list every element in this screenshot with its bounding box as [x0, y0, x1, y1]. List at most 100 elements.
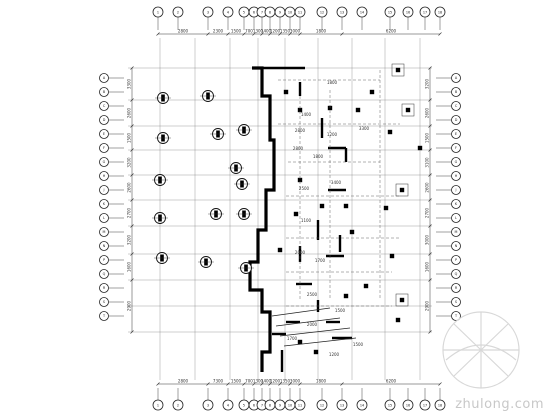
dimension-tick — [130, 148, 134, 152]
axis-bubble — [451, 143, 461, 153]
column — [319, 203, 325, 209]
dimension-tick — [206, 32, 210, 36]
axis-label: 4 — [227, 403, 229, 407]
axis-label: 9 — [279, 10, 281, 14]
dimension-value: 6200 — [386, 379, 397, 384]
axis-label: 8 — [269, 403, 271, 407]
axis-label: 3 — [207, 403, 209, 407]
axis-bubble — [451, 129, 461, 139]
axis-label: 18 — [438, 10, 442, 14]
dimension-value: 2600 — [425, 107, 430, 118]
dimension-value: 3000 — [290, 379, 301, 384]
axis-label: N — [455, 244, 458, 248]
column — [399, 297, 405, 303]
dimension-value: 2600 — [425, 182, 430, 193]
column — [343, 203, 349, 209]
axis-label: 1 — [157, 403, 159, 407]
dimension-tick — [226, 32, 230, 36]
dimension-value: 1200 — [270, 29, 281, 34]
dimension-tick — [156, 32, 160, 36]
axis-label: K — [455, 202, 458, 206]
dimension-value: 6200 — [386, 29, 397, 34]
axis-label: T — [454, 314, 458, 318]
axis-label: 4 — [227, 10, 229, 14]
beam-dimension-label: 1500 — [335, 308, 346, 313]
axis-label: L — [455, 216, 457, 220]
beam-dimension-label: 3400 — [331, 180, 342, 185]
column — [313, 349, 319, 355]
column — [383, 205, 389, 211]
column — [395, 67, 401, 73]
dimension-tick — [226, 382, 230, 386]
axis-label: P — [103, 258, 105, 262]
beam-dimension-label: 2800 — [295, 128, 306, 133]
axis-label: S — [455, 300, 457, 304]
dimension-value: 700 — [245, 29, 253, 34]
dimension-value: 1500 — [127, 132, 132, 143]
axis-label: H — [455, 174, 458, 178]
dimension-value: 700 — [245, 379, 253, 384]
axis-bubble — [99, 115, 109, 125]
column — [389, 253, 395, 259]
axis-bubble — [451, 269, 461, 279]
dimension-value: 3200 — [425, 78, 430, 89]
ramp-line — [279, 327, 351, 337]
dimension-tick — [428, 278, 432, 282]
axis-label: B — [103, 90, 106, 94]
dimension-tick — [156, 382, 160, 386]
beam-dimension-label: 1700 — [315, 258, 326, 263]
dimension-tick — [130, 252, 134, 256]
ramp-line — [271, 307, 331, 317]
column — [355, 107, 361, 113]
dimension-tick — [130, 173, 134, 177]
dimension-tick — [438, 382, 442, 386]
dimension-tick — [428, 173, 432, 177]
shear-wall — [248, 66, 276, 372]
dimension-tick — [428, 148, 432, 152]
axis-label: 5 — [243, 403, 245, 407]
dimension-value: 2800 — [178, 29, 189, 34]
axis-label: C — [103, 104, 106, 108]
axis-label: 6 — [253, 10, 255, 14]
dimension-value: 2800 — [178, 379, 189, 384]
dimension-tick — [268, 382, 272, 386]
axis-label: C — [455, 104, 458, 108]
column — [343, 293, 349, 299]
column — [297, 177, 303, 183]
column — [293, 211, 299, 217]
axis-label: 6 — [253, 403, 255, 407]
axis-label: 13 — [340, 403, 344, 407]
column — [387, 129, 393, 135]
dimension-value: 1500 — [231, 379, 242, 384]
column — [283, 89, 289, 95]
dimension-value: 1350 — [280, 379, 291, 384]
axis-label: F — [103, 146, 105, 150]
axis-label: T — [102, 314, 106, 318]
dimension-tick — [428, 124, 432, 128]
dimension-value: 3100 — [425, 157, 430, 168]
axis-label: 11 — [298, 10, 302, 14]
beam-dimension-label: 1800 — [327, 80, 338, 85]
axis-label: 16 — [406, 10, 410, 14]
axis-bubble — [99, 87, 109, 97]
dimension-value: 1500 — [425, 132, 430, 143]
axis-label: E — [455, 132, 457, 136]
axis-label: 7 — [261, 403, 263, 407]
axis-bubble — [99, 185, 109, 195]
axis-bubble — [99, 311, 109, 321]
axis-label: 2 — [177, 10, 179, 14]
axis-label: F — [455, 146, 457, 150]
axis-bubble — [451, 241, 461, 251]
dimension-value: 2700 — [425, 207, 430, 218]
beam-dimension-label: 1800 — [313, 154, 324, 159]
axis-bubble — [99, 213, 109, 223]
axis-label: R — [455, 286, 458, 290]
dimension-value: 2300 — [213, 29, 224, 34]
dimension-tick — [130, 124, 134, 128]
axis-label: 15 — [388, 403, 392, 407]
column-outline — [395, 183, 409, 197]
axis-label: J — [103, 188, 105, 192]
column — [405, 107, 411, 113]
axis-grid-lines — [109, 17, 451, 400]
